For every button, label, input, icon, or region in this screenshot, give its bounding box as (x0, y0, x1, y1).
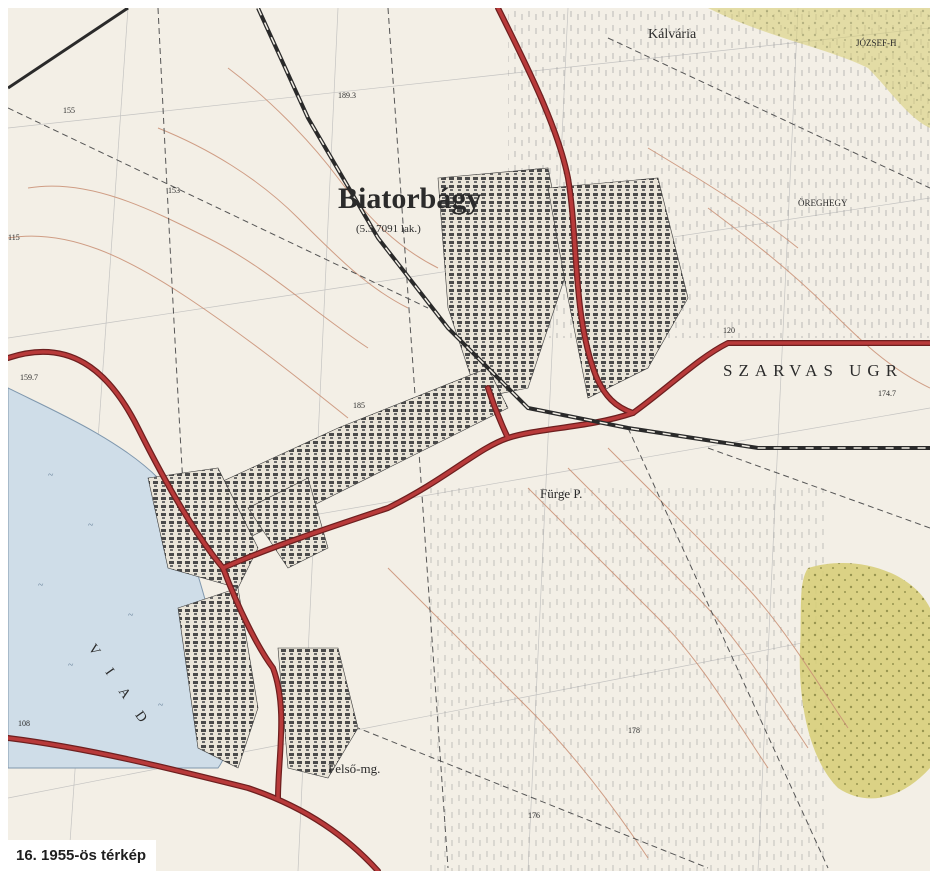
label-felso: Felső-mg. (328, 761, 380, 776)
town-sublabel: (5.3 7091 lak.) (356, 223, 421, 235)
spot-height: 115 (8, 233, 20, 242)
svg-text:~: ~ (88, 520, 94, 531)
water-marks: ~ ~ ~ ~ ~ ~ (38, 470, 164, 711)
settlement-blocks (147, 167, 689, 779)
map-frame: ~ ~ ~ ~ ~ ~ (8, 8, 930, 871)
spot-height: 176 (528, 811, 540, 820)
spot-height: 189.3 (338, 91, 356, 100)
svg-text:~: ~ (128, 610, 134, 621)
town-label: Biatorbágy (338, 182, 481, 215)
spot-heights: 189.3 155 153 159.7 115 120 108 174.7 17… (8, 91, 896, 820)
railway (8, 8, 930, 450)
spot-height: 174.7 (878, 389, 896, 398)
spot-height: 159.7 (20, 373, 38, 382)
spot-height: 153 (168, 186, 180, 195)
svg-text:~: ~ (158, 700, 164, 711)
label-kalvaria: Kálvária (648, 27, 697, 42)
figure-caption: 16. 1955-ös térkép (8, 840, 157, 871)
label-oreghegy: ÖREGHEGY (798, 198, 848, 208)
label-furge: Fürge P. (540, 486, 582, 501)
spot-height: 185 (353, 401, 365, 410)
spot-height: 178 (628, 726, 640, 735)
forest-east (799, 562, 930, 799)
svg-text:~: ~ (38, 580, 44, 591)
contour-lines (8, 67, 930, 859)
topographic-map[interactable]: ~ ~ ~ ~ ~ ~ (8, 8, 930, 871)
spot-height: 120 (723, 326, 735, 335)
svg-text:~: ~ (68, 660, 74, 671)
vineyard-area-south (428, 488, 828, 871)
roads (8, 8, 930, 871)
forest-northeast (708, 8, 930, 128)
label-szarvas: SZARVAS UGR (723, 361, 903, 380)
svg-text:~: ~ (48, 470, 54, 481)
label-jozsef: JÓZSEF-H (856, 38, 897, 48)
spot-height: 155 (63, 106, 75, 115)
spot-height: 108 (18, 719, 30, 728)
